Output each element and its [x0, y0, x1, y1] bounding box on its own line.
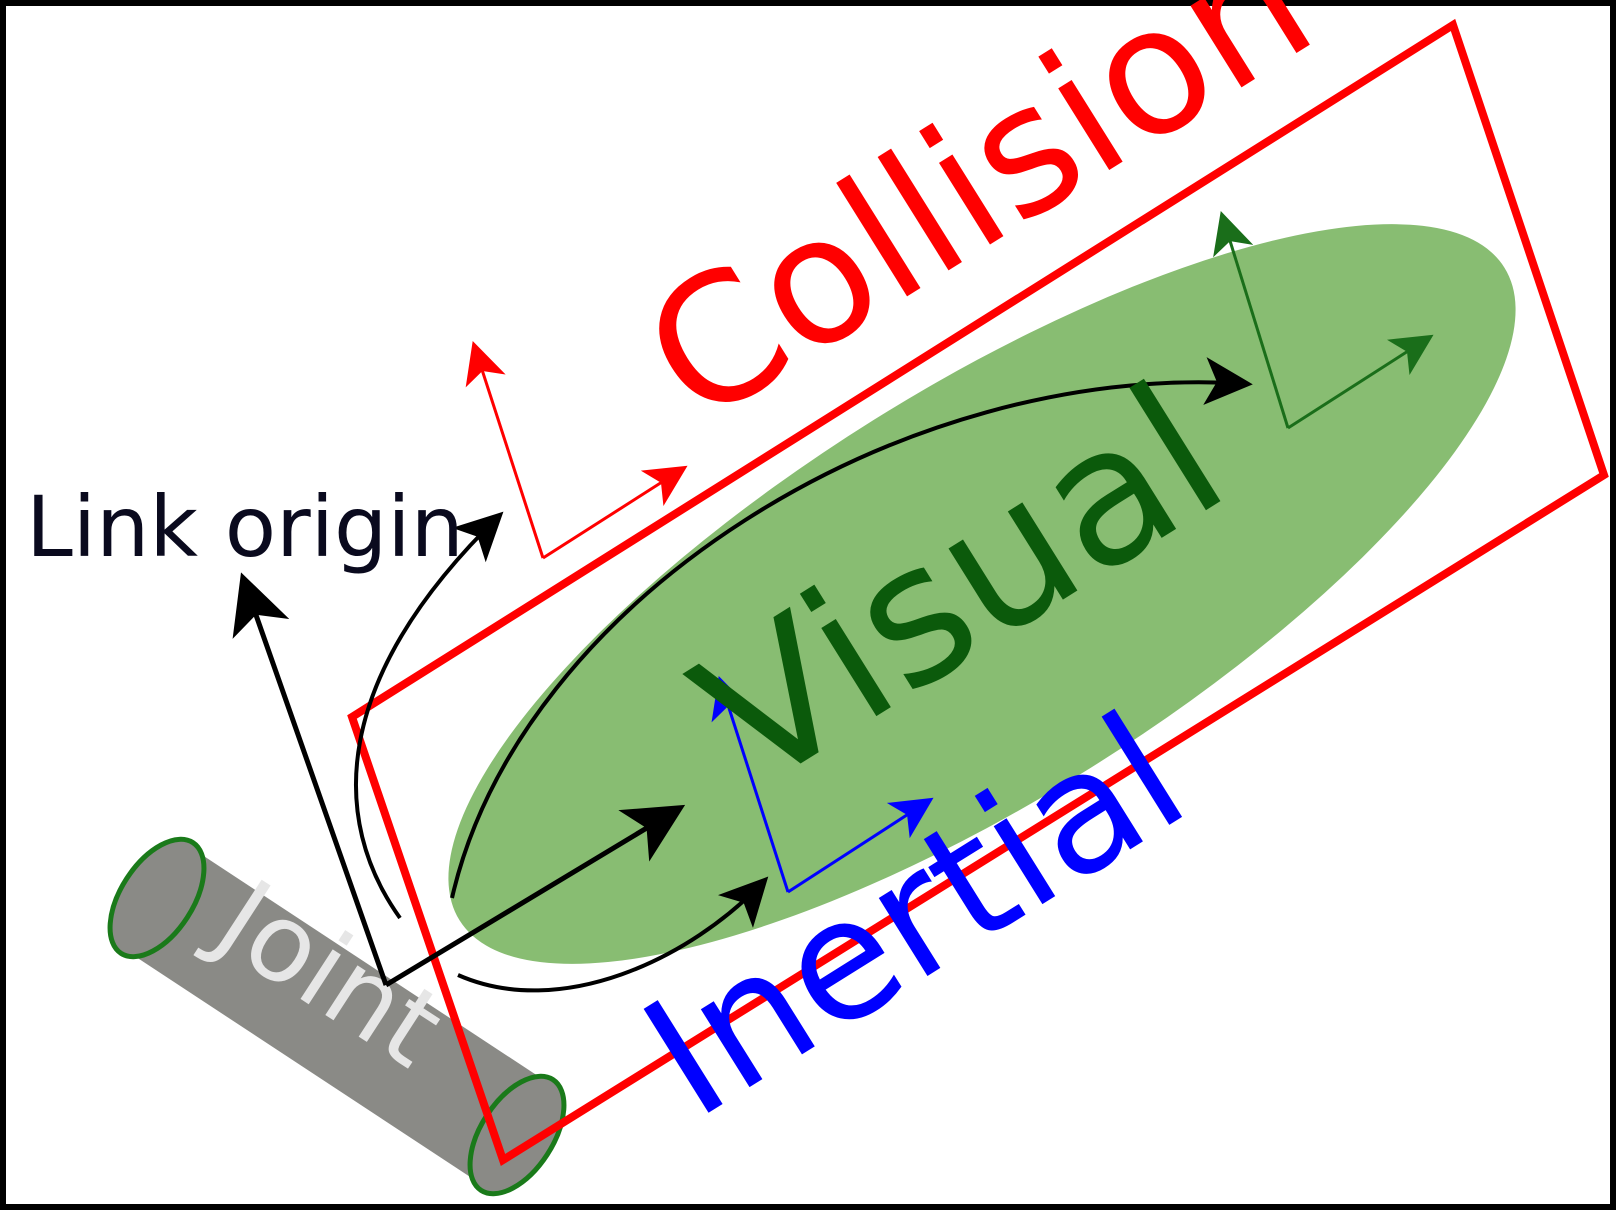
arrow-to-visual-frame: [450, 357, 1253, 899]
collision-box: [347, 18, 1609, 1167]
link-origin-frame: [232, 572, 686, 988]
arrow-to-collision-frame: [353, 511, 504, 920]
arrow-to-inertial-frame: [457, 876, 769, 993]
link-origin-label: Link origin: [26, 478, 464, 576]
joint-cylinder: [107, 836, 567, 1197]
inertial-frame-icon: [711, 676, 934, 894]
collision-frame-icon: [465, 341, 688, 560]
visual-frame-icon: [1213, 210, 1434, 430]
visual-geometry: [448, 224, 1516, 964]
